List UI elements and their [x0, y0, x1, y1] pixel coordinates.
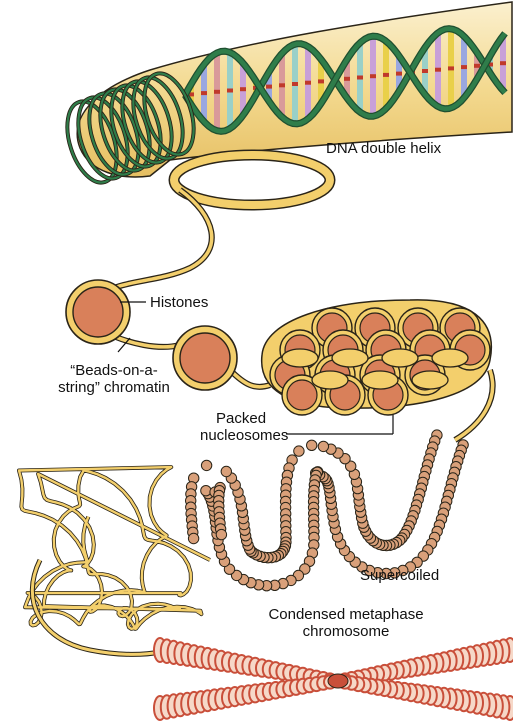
linker-ring — [331, 348, 369, 368]
label-packed-nucleosomes: Packed nucleosomes — [200, 410, 288, 444]
solenoid-ring — [110, 84, 162, 168]
nucleosome-core — [286, 379, 318, 411]
supercoil-bead — [230, 569, 243, 582]
linker-ring — [281, 348, 319, 368]
centromere — [327, 673, 349, 689]
metaphase-chromosome — [153, 637, 513, 721]
label-packed-line2: nucleosomes — [200, 427, 289, 444]
supercoil-bead — [317, 440, 330, 453]
label-beads-line2: string” chromatin — [58, 379, 170, 396]
supercoil-bead — [293, 445, 305, 457]
solenoid-coil — [65, 71, 196, 185]
supercoil-bead — [345, 460, 357, 472]
packed-nucleosomes-cluster — [260, 299, 493, 416]
helix-strand — [183, 26, 507, 134]
linker-ring — [381, 348, 419, 368]
supercoil-bead — [220, 465, 233, 478]
linker-ring — [411, 370, 449, 390]
label-packed-line1: Packed — [216, 410, 267, 427]
label-condensed-chromosome: Condensed metaphase chromosome — [246, 606, 446, 640]
label-dna-double-helix: DNA double helix — [326, 140, 442, 157]
label-condensed-line2: chromosome — [302, 623, 390, 640]
label-beads-line1: “Beads-on-a- — [70, 362, 158, 379]
linker-ring — [311, 370, 349, 390]
solenoid-ring — [132, 76, 184, 160]
helix-strand — [183, 31, 507, 127]
solenoid-ring — [143, 72, 195, 156]
linker-ring — [431, 348, 469, 368]
solenoid-ring — [77, 96, 129, 180]
loop-outline — [17, 465, 211, 631]
linker-to-supercoil-fill — [454, 369, 495, 442]
supercoiled-fiber — [185, 429, 469, 592]
solenoid-ring — [99, 88, 151, 172]
supercoil-bead — [215, 528, 228, 541]
linker-to-chromosome-fill — [30, 559, 161, 656]
looped-chromatin — [17, 465, 211, 631]
bead-nucleosome-2 — [172, 325, 238, 391]
solenoid-ring — [121, 80, 173, 164]
label-supercoiled: Supercoiled — [360, 567, 440, 584]
supercoil-bead — [187, 532, 200, 545]
supercoil-bead — [200, 485, 212, 497]
supercoil-bead — [200, 459, 213, 472]
solenoid-ring — [66, 100, 118, 184]
fiber-loop-fill — [170, 151, 334, 209]
label-beads-on-a-string: “Beads-on-a- string” chromatin — [44, 362, 184, 396]
solenoid-ring — [88, 92, 140, 176]
loop-fiber — [17, 465, 211, 630]
label-condensed-line1: Condensed metaphase — [268, 606, 424, 623]
bead-nucleosome-1 — [65, 279, 131, 345]
dna-helix-strands — [181, 25, 508, 135]
supercoil-bead — [306, 439, 318, 451]
linker-ring — [361, 370, 399, 390]
label-histones: Histones — [150, 294, 209, 311]
